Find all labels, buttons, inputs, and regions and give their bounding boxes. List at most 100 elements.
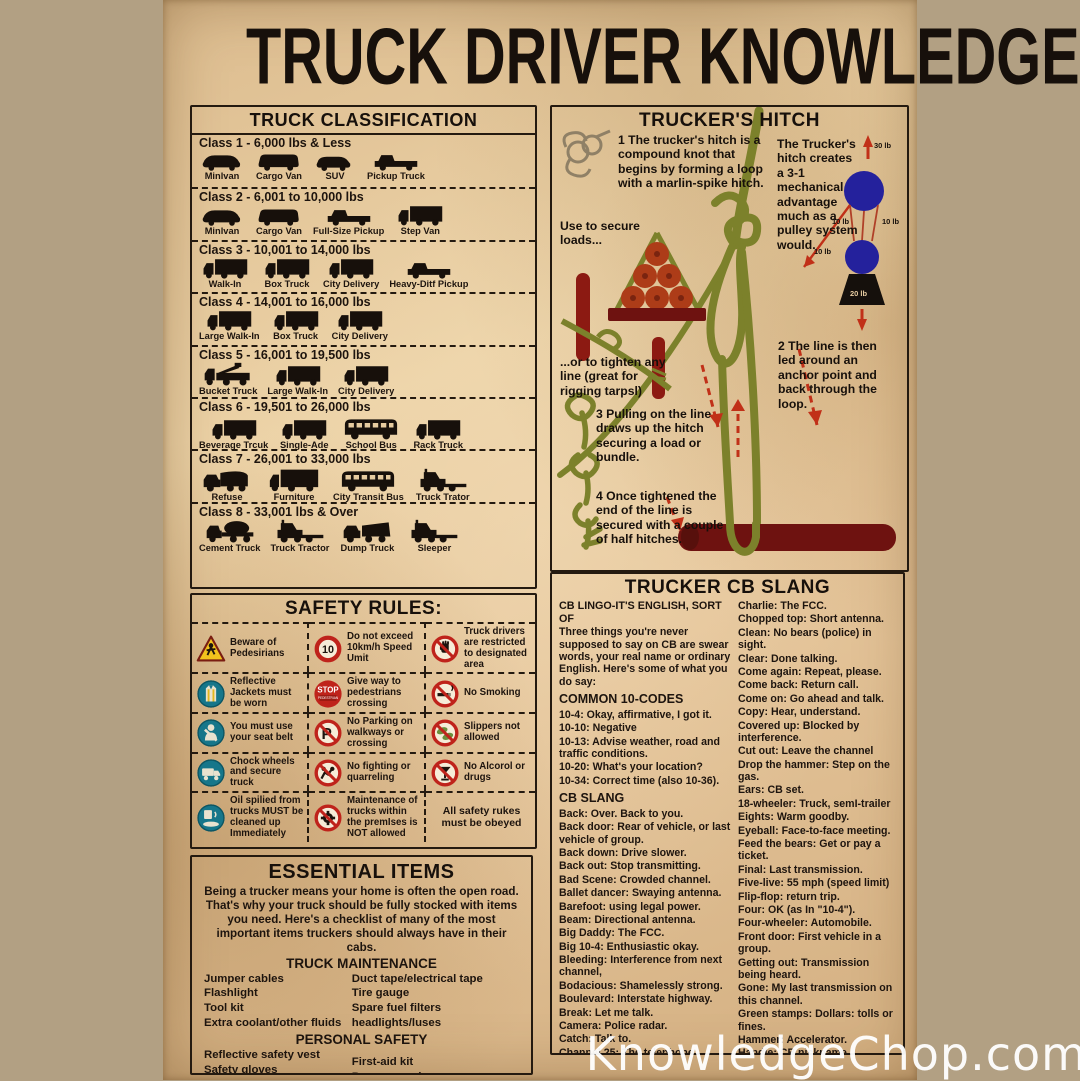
cb-left-column: CB LINGO-IT'S ENGLISH, SORT OF Three thi… (559, 600, 731, 1053)
cb-slang-entry: Bad Scene: Crowded channel. (559, 873, 711, 886)
vehicle: Truck Tractor (270, 519, 329, 553)
no-parking-icon: P (313, 718, 343, 748)
cb-code-entry: 10-10: Negative (559, 722, 637, 735)
vehicle-name: Box Truck (264, 278, 310, 289)
vehicle: SUV (313, 153, 357, 181)
hitch-step4: 4 Once tightened the end of the line is … (596, 489, 724, 547)
vehicle: Truck Trator (414, 468, 472, 502)
svg-text:P: P (321, 726, 331, 743)
vehicle-name: City Delivery (331, 331, 388, 342)
vehicle-name: City Delivery (338, 385, 395, 396)
seat-belt-icon (196, 718, 226, 748)
safety-rule-text: No Smoking (464, 687, 521, 699)
class-label: Class 5 - 16,001 to 19,500 lbs (199, 347, 371, 362)
cb-slang-entry: Come back: Return call. (738, 679, 859, 692)
vehicle-name: School Bus (345, 439, 397, 450)
vehicle: Single-Ade (278, 418, 330, 450)
vehicle-name: Pickup Truck (367, 171, 425, 181)
safety-rule-cell: Beware of Pedesirians (192, 622, 309, 673)
safety-rule-text: No Alcorol or drugs (464, 761, 525, 783)
no-slippers-icon (430, 718, 460, 748)
class-label: Class 8 - 33,001 lbs & Over (199, 504, 359, 519)
cb-slang-entry: Beam: Directional antenna. (559, 913, 696, 926)
essential-item: Bungee cords (352, 1070, 486, 1073)
hitch-step1: 1 The trucker's hitch is a compound knot… (618, 133, 764, 191)
vehicle-name: Bucket Truck (199, 385, 258, 396)
vehicle-name: Single-Ade (279, 439, 329, 450)
hitch-advantage: The Trucker's hitch creates a 3-1 mechan… (777, 137, 858, 252)
cb-slang-entry: Eyeball: Face-to-face meeting. (738, 824, 891, 837)
cb-slang-entry: Come again: Repeat, please. (738, 665, 882, 678)
pickup-truck-icon (407, 262, 451, 279)
hitch-step2: 2 The line is then led around an anchor … (778, 339, 877, 411)
safety-rule-cell: Truck drivers are restricted to designat… (426, 622, 535, 672)
box-truck-icon (338, 311, 383, 331)
cb-slang-entry: Catch: Talk to. (559, 1033, 632, 1046)
cb-code-entry: 10-13: Advise weather, road and traffic … (559, 735, 720, 760)
bigbox-truck-icon (269, 470, 319, 492)
vehicle-name: Large Walk-In (199, 331, 260, 342)
suv-truck-icon (316, 156, 351, 171)
no-maintenance-icon (313, 803, 343, 833)
cb-slang-entry: Come on: Go ahead and talk. (738, 692, 884, 705)
safety-rule-text: Oil spilied from trucks MUST be cleaned … (230, 795, 304, 839)
cb-slang-entry: Back down: Drive slower. (559, 846, 687, 859)
watermark: KnowledgeChop.com (585, 1027, 1080, 1081)
cb-slang-entry: 18-wheeler: Truck, semI-trailer (738, 797, 891, 810)
box-truck-icon (344, 365, 389, 386)
box-truck-icon (276, 365, 320, 386)
safety-rule-cell: All safety rukes must be obeyed (426, 791, 535, 841)
box-truck-icon (212, 420, 256, 440)
safety-rule-cell: Slippers not allowed (426, 712, 535, 752)
safety-rule-text: All safety rukes must be obeyed (441, 805, 522, 829)
cb-slang-entry: Ballet dancer: Swaying antenna. (559, 887, 722, 900)
box-truck-icon (416, 420, 461, 440)
vehicle-name: Refuse (211, 492, 243, 503)
cb-slang-entry: Boulevard: Interstate highway. (559, 993, 713, 1006)
vehicle: Rack Truck (412, 418, 464, 450)
vehicle: Box Truck (270, 309, 322, 341)
dump-truck-icon (344, 522, 391, 543)
mixer-truck-icon (206, 520, 254, 543)
essential-item: Extra coolant/other fluids (204, 1017, 342, 1030)
cb-slang-entry: Back: Over. Back to you. (559, 807, 684, 820)
cb-slang-entry: Handle: CB nickname. (738, 1047, 850, 1055)
hitch-diagram (557, 107, 896, 556)
cb-slang-entry: Gone: My last transmission on this chann… (738, 982, 893, 1007)
essential-item: Tool kit (204, 1002, 244, 1015)
cb-code-entry: 10-4: Okay, affirmative, I got it. (559, 708, 712, 721)
class-label: Class 6 - 19,501 to 26,000 lbs (199, 399, 371, 414)
safety-rule-cell: Reflective Jackets must be worn (192, 672, 309, 713)
cb-slang-entry: Chopped top: Short antenna. (738, 613, 884, 626)
cb-slang-entry: Barefoot: using legal power. (559, 900, 701, 913)
hitch-step3: 3 Pulling on the line draws up the hitch… (596, 407, 712, 465)
essential-item: Spare fuel filters headlights/luses (351, 1002, 442, 1030)
box-truck-icon (265, 259, 310, 279)
safety-rule-text: No Parking on walkways or crossing (347, 716, 413, 749)
safety-rule-cell: No Smoking (426, 672, 535, 712)
personal-heading: PERSONAL SAFETY (295, 1031, 428, 1047)
essential-item: Duct tape/electrical tape (351, 972, 483, 985)
vehicle-name: Step Van (400, 226, 440, 237)
vehicle-name: Minlvan (204, 226, 240, 237)
no-fighting-icon (313, 758, 343, 788)
no-smoking-icon (430, 679, 460, 709)
cb-right-column: Charlie: The FCC.Chopped top: Short ante… (738, 600, 896, 1055)
cb-slang-entry: Cut out: Leave the channel (738, 745, 874, 758)
vehicle: City Delivery (323, 257, 379, 289)
vehicle-name: Sleeper (417, 542, 452, 553)
cb-slang-entry: Drop the hammer: Step on the gas. (738, 758, 890, 784)
essential-intro: Being a trucker means your home is often… (204, 885, 519, 954)
van-truck-icon (202, 210, 241, 227)
semi-truck-icon (411, 519, 458, 543)
semi-truck-icon (420, 469, 467, 492)
essential-items-section: ESSENTIAL ITEMS Being a trucker means yo… (190, 855, 533, 1075)
